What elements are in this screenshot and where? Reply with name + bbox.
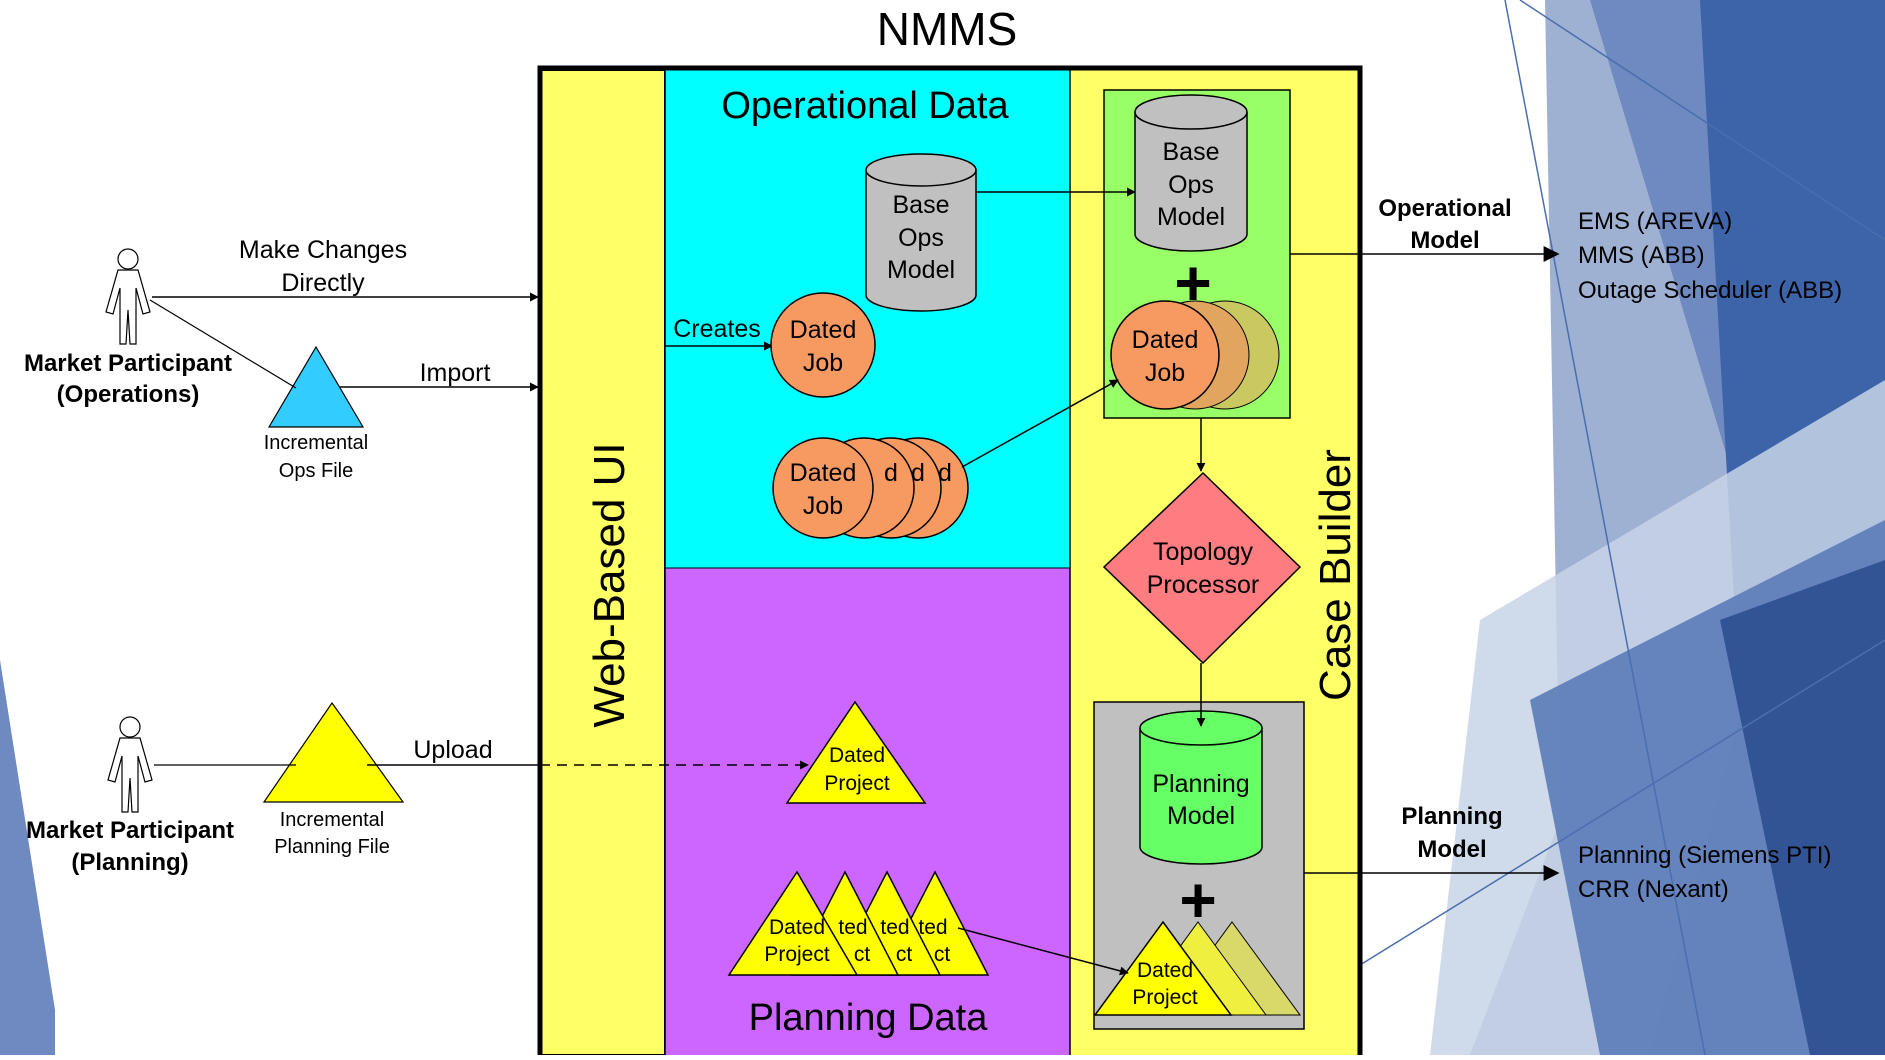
case-builder-base-ops-cylinder: Base Ops Model <box>1134 94 1248 252</box>
svg-text:Base: Base <box>893 191 950 219</box>
svg-text:Job: Job <box>803 492 843 520</box>
case-builder-dated-project: Dated Project <box>1093 920 1301 1016</box>
case-builder-dated-job: Dated Job <box>1110 300 1280 410</box>
svg-text:Dated: Dated <box>1137 959 1193 982</box>
planning-target-1: Planning (Siemens PTI) <box>1578 842 1831 869</box>
svg-text:ct: ct <box>854 943 871 966</box>
make-changes-label-1: Make Changes <box>239 236 407 264</box>
arrow-projects-to-case-builder <box>957 927 1129 976</box>
case-builder-label: Case Builder <box>1311 449 1360 701</box>
ops-target-3: Outage Scheduler (ABB) <box>1578 277 1842 304</box>
svg-text:Planning: Planning <box>1152 770 1249 798</box>
web-ui-column <box>539 69 666 1056</box>
planning-data-area <box>665 568 1070 1055</box>
base-ops-model-cylinder: Base Ops Model <box>865 153 977 312</box>
svg-text:Project: Project <box>824 772 890 795</box>
svg-text:Dated: Dated <box>790 459 857 487</box>
incremental-planning-file-triangle <box>262 701 405 803</box>
svg-text:Dated: Dated <box>829 744 885 767</box>
incremental-ops-file-triangle <box>267 345 365 428</box>
make-changes-label-2: Directly <box>281 269 365 297</box>
actor-ops-icon <box>105 248 151 345</box>
svg-text:Dated: Dated <box>769 916 825 939</box>
svg-text:Base: Base <box>1163 138 1220 166</box>
planning-model-label-2: Model <box>1417 836 1486 863</box>
dated-project-triangle: Dated Project <box>785 700 927 804</box>
svg-text:d: d <box>884 459 898 487</box>
import-label: Import <box>420 359 491 387</box>
operational-model-label-1: Operational <box>1378 195 1511 222</box>
svg-text:Model: Model <box>1157 203 1225 231</box>
actor-planning-label-2: (Planning) <box>71 849 188 876</box>
dated-job-circle: Dated Job <box>770 292 876 398</box>
svg-text:Ops: Ops <box>898 224 944 252</box>
actor-ops-to-file-line <box>149 299 297 389</box>
web-ui-label: Web-Based UI <box>585 442 634 727</box>
diagram-title: NMMS <box>877 3 1018 55</box>
planning-model-cylinder: Planning Model <box>1139 710 1263 865</box>
operational-model-label-2: Model <box>1410 227 1479 254</box>
svg-text:Dated: Dated <box>1132 326 1199 354</box>
svg-text:d: d <box>911 459 925 487</box>
dated-job-stack: d d d Dated Job <box>772 437 969 539</box>
dated-project-stack: ted ct ted ct ted ct Dated Project <box>727 870 990 976</box>
actor-ops-label-2: (Operations) <box>57 381 200 408</box>
creates-label: Creates <box>673 315 761 343</box>
ops-target-2: MMS (ABB) <box>1578 242 1705 269</box>
upload-label: Upload <box>413 736 492 764</box>
svg-text:Model: Model <box>887 256 955 284</box>
planning-data-title: Planning Data <box>749 997 989 1039</box>
incremental-planning-file-label-2: Planning File <box>274 836 390 858</box>
operational-data-title: Operational Data <box>721 85 1009 127</box>
svg-text:Project: Project <box>764 943 830 966</box>
svg-text:ted: ted <box>838 916 867 939</box>
svg-text:Job: Job <box>1145 359 1185 387</box>
topology-processor: Topology Processor <box>1102 471 1302 665</box>
svg-text:Model: Model <box>1167 802 1235 830</box>
svg-text:Job: Job <box>803 349 843 377</box>
incremental-planning-file-label-1: Incremental <box>280 809 385 831</box>
svg-text:Processor: Processor <box>1147 571 1260 599</box>
actor-ops-label-1: Market Participant <box>24 350 232 377</box>
incremental-ops-file-label-2: Ops File <box>279 460 353 482</box>
actor-planning-label-1: Market Participant <box>26 817 234 844</box>
svg-text:ted: ted <box>880 916 909 939</box>
svg-text:Topology: Topology <box>1153 538 1254 566</box>
arrow-jobs-to-case-builder <box>961 379 1119 468</box>
incremental-ops-file-label-1: Incremental <box>264 432 369 454</box>
svg-text:Project: Project <box>1132 986 1198 1009</box>
svg-text:Ops: Ops <box>1168 171 1214 199</box>
svg-text:ct: ct <box>896 943 913 966</box>
svg-text:ted: ted <box>918 916 947 939</box>
ops-target-1: EMS (AREVA) <box>1578 208 1732 235</box>
nmms-box <box>537 65 1363 1060</box>
planning-model-label-1: Planning <box>1401 803 1502 830</box>
actor-planning-icon <box>107 716 153 813</box>
svg-text:d: d <box>938 459 952 487</box>
planning-target-2: CRR (Nexant) <box>1578 876 1729 903</box>
svg-text:ct: ct <box>934 943 951 966</box>
svg-text:Dated: Dated <box>790 316 857 344</box>
